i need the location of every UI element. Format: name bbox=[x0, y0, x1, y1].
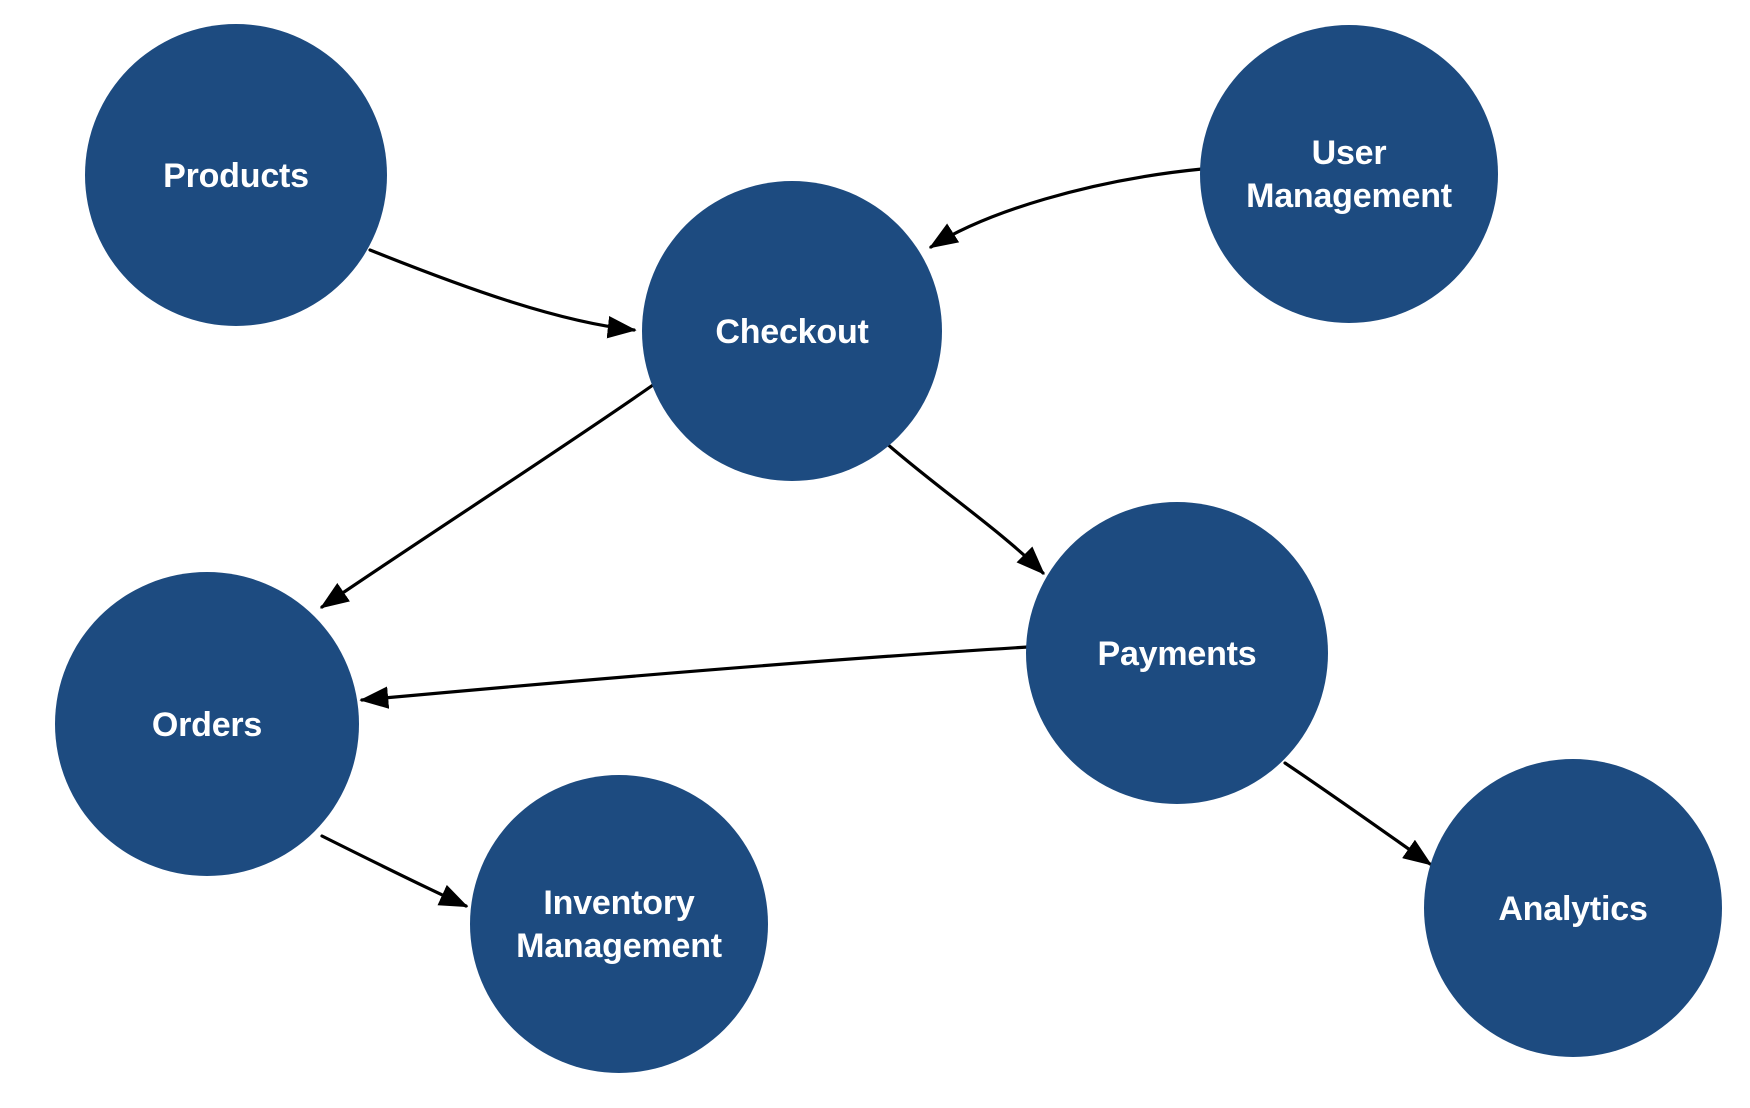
node-inventory-management[interactable]: Inventory Management bbox=[470, 775, 768, 1073]
node-checkout-circle[interactable] bbox=[642, 181, 942, 481]
node-payments[interactable]: Payments bbox=[1026, 502, 1328, 804]
edge-checkout-to-payments[interactable] bbox=[884, 441, 1045, 575]
edge-payments-to-analytics[interactable] bbox=[1283, 761, 1433, 866]
node-checkout[interactable]: Checkout bbox=[642, 181, 942, 481]
node-products-circle[interactable] bbox=[85, 24, 387, 326]
node-user-management[interactable]: User Management bbox=[1200, 25, 1498, 323]
node-user-management-circle[interactable] bbox=[1200, 25, 1498, 323]
node-payments-circle[interactable] bbox=[1026, 502, 1328, 804]
nodes-layer: Products User Management Checkout Orders… bbox=[55, 24, 1722, 1073]
edge-checkout-to-orders[interactable] bbox=[319, 383, 655, 609]
edge-products-to-checkout[interactable] bbox=[368, 248, 637, 339]
edge-user-management-to-checkout[interactable] bbox=[928, 167, 1204, 249]
node-orders[interactable]: Orders bbox=[55, 572, 359, 876]
edge-orders-to-inventory-management[interactable] bbox=[320, 834, 469, 908]
node-analytics[interactable]: Analytics bbox=[1424, 759, 1722, 1057]
edge-payments-to-orders[interactable] bbox=[359, 645, 1030, 709]
node-orders-circle[interactable] bbox=[55, 572, 359, 876]
node-analytics-circle[interactable] bbox=[1424, 759, 1722, 1057]
node-products[interactable]: Products bbox=[85, 24, 387, 326]
node-inventory-management-circle[interactable] bbox=[470, 775, 768, 1073]
edges-layer bbox=[319, 167, 1433, 908]
